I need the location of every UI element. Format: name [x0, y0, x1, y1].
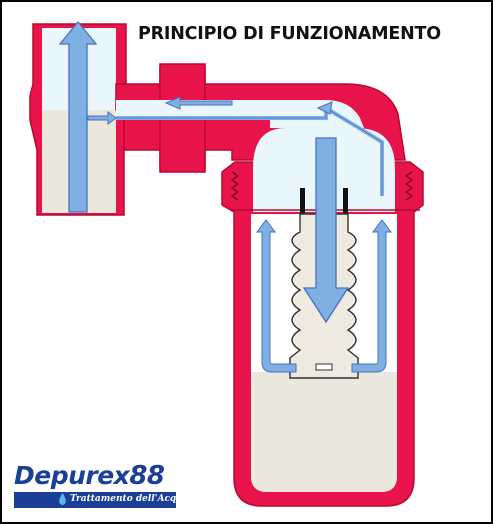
- logo-wordmark: Depurex88: [14, 461, 165, 491]
- flow-down-arrow-icon: [302, 137, 350, 324]
- logo-bar: [14, 492, 176, 508]
- seal-right: [343, 188, 348, 214]
- diagram-title: PRINCIPIO DI FUNZIONAMENTO: [138, 24, 441, 44]
- flow-up-arrow-icon: [58, 20, 98, 213]
- flow-up-arrow-icon-left: [256, 219, 297, 373]
- water-drop-icon: [59, 493, 66, 505]
- flow-left-arrow-icon: [164, 96, 233, 110]
- logo-tagline: Trattamento dell'Acqua: [70, 494, 189, 504]
- logo-name-text: Depurex: [14, 461, 130, 490]
- flow-up-arrow-icon-right: [351, 219, 392, 373]
- depurex-logo: Depurex88 Trattamento dell'Acqua: [12, 455, 189, 517]
- flow-right-arrow-icon: [87, 111, 117, 125]
- logo-name-number: 88: [129, 461, 165, 491]
- seal-left: [300, 188, 305, 214]
